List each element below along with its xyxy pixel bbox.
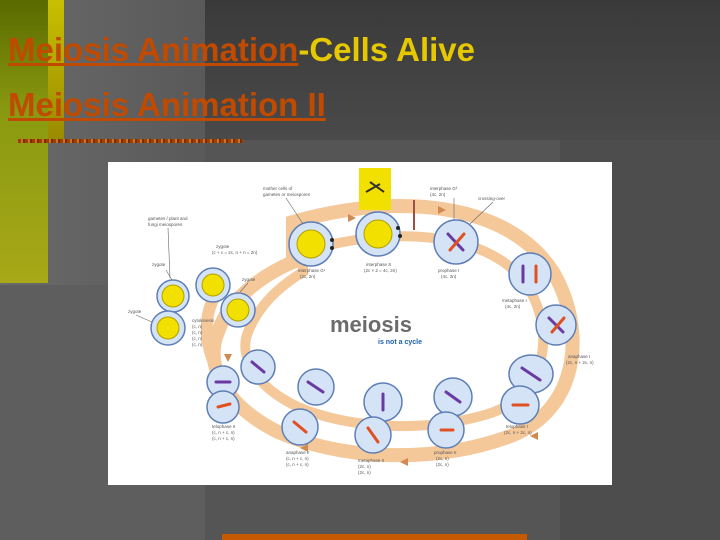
slide-title: Meiosis Animation-Cells Alive Meiosis An… <box>8 22 475 132</box>
label-mother-cells-2: gametes or meiospores <box>263 192 311 197</box>
meiosis-animation-ii-link[interactable]: Meiosis Animation II <box>8 86 326 123</box>
label-telophase-2-v1: (c, n + c, n) <box>212 430 235 435</box>
diagram-labels: mother cells of gametes or meiospores in… <box>128 186 594 475</box>
center-title: meiosis <box>330 312 412 337</box>
label-cyto-v3: (c, n) <box>192 336 203 341</box>
meiosis-diagram-svg: meiosis is not a cycle mother cells of g… <box>128 168 594 475</box>
label-telophase-2: telophase II <box>212 424 235 429</box>
centrioles <box>330 226 402 250</box>
title-line-2: Meiosis Animation II <box>8 77 475 132</box>
gold-accent-strip <box>48 0 64 140</box>
label-anaphase-1-val: (2c, n + 2c, n) <box>566 360 594 365</box>
label-prophase-2-v1: (2c, n) <box>436 456 449 461</box>
label-metaphase-1-val: (4c, 2n) <box>505 304 521 309</box>
label-cyto-v4: (c, n) <box>192 342 203 347</box>
label-metaphase-2-v2: (2c, n) <box>358 470 371 475</box>
label-cyto-v1: (c, n) <box>192 324 203 329</box>
label-anaphase-2-v2: (c, n + c, n) <box>286 462 309 467</box>
meiosis-animation-link[interactable]: Meiosis Animation <box>8 31 299 68</box>
title-line-1: Meiosis Animation-Cells Alive <box>8 22 475 77</box>
outer-cycle-track <box>206 199 580 463</box>
cells-alive-text: -Cells Alive <box>298 31 476 68</box>
label-anaphase-1: anaphase I <box>568 354 590 359</box>
center-subtitle: is not a cycle <box>378 339 422 346</box>
label-zygote-a: zygote <box>216 244 230 249</box>
label-anaphase-2: anaphase II <box>286 450 310 455</box>
yellow-nuclei <box>156 219 393 340</box>
meiosis-diagram-image: meiosis is not a cycle mother cells of g… <box>108 162 612 485</box>
chromosomes <box>214 232 566 444</box>
label-interphase-s-val: (2c × 2 = 4c, 2n) <box>364 268 397 273</box>
label-anaphase-2-v1: (c, n + c, n) <box>286 456 309 461</box>
leader-lines <box>135 197 494 323</box>
label-prophase-1-val: (4c, 2n) <box>441 274 457 279</box>
label-gametes-2: fungi meiospores <box>148 222 183 227</box>
label-interphase-g1-val: (2c, 2n) <box>300 274 316 279</box>
label-cytokinesis: cytokinesis <box>192 318 215 323</box>
highlight-box <box>359 168 391 210</box>
label-zygote-d: zygote <box>128 309 142 314</box>
label-interphase-g2: interphase G² <box>430 186 458 191</box>
label-telophase-2-v2: (c, n + c, n) <box>212 436 235 441</box>
orange-divider-rule <box>18 139 243 143</box>
label-zygote-b: zygote <box>152 262 166 267</box>
background-top-band <box>205 0 720 140</box>
label-mother-cells-1: mother cells of <box>263 186 293 191</box>
label-metaphase-2: metaphase II <box>358 458 384 463</box>
label-cyto-v2: (c, n) <box>192 330 203 335</box>
label-prophase-1: prophase I <box>438 268 459 273</box>
label-gametes-1: gametes / plant and <box>148 216 188 221</box>
label-interphase-s: interphase S <box>366 262 391 267</box>
label-interphase-g2-val: (4c, 2n) <box>430 192 446 197</box>
label-metaphase-2-v1: (2c, n) <box>358 464 371 469</box>
label-zygote-a-val: (c + c = 2c, n + n = 2n) <box>212 250 258 255</box>
label-zygote-c: zygote <box>242 277 256 282</box>
cell-metaphase-1 <box>508 252 552 296</box>
label-metaphase-1: metaphase I <box>502 298 527 303</box>
label-prophase-2-v2: (2c, n) <box>436 462 449 467</box>
bottom-accent-bar <box>222 534 527 540</box>
label-crossing-over: crossing-over <box>478 196 506 201</box>
label-telophase-1-val: (2c, n + 2c, n) <box>504 430 532 435</box>
label-interphase-g1: interphase G¹ <box>298 268 326 273</box>
label-prophase-2: prophase II <box>434 450 457 455</box>
label-telophase-1: telophase I <box>506 424 528 429</box>
